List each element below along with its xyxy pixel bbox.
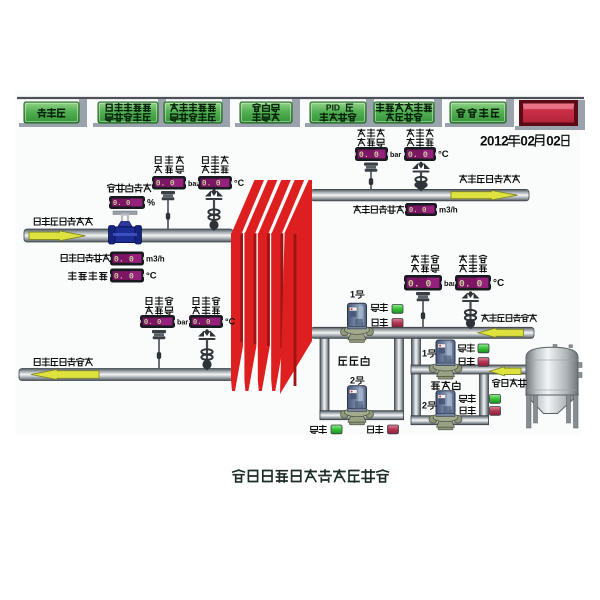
svg-text:0. 0: 0. 0 [193,319,211,327]
svg-text:°C: °C [225,317,236,327]
svg-text:bar: bar [188,179,199,188]
svg-text:1: 1 [422,349,427,359]
svg-text:0. 0: 0. 0 [144,319,162,327]
svg-text:°C: °C [146,271,157,282]
svg-text:0. 0: 0. 0 [359,151,379,160]
svg-text:02: 02 [520,133,534,148]
svg-text:m3/h: m3/h [439,206,458,215]
svg-text:°C: °C [438,149,449,160]
svg-text:0. 0: 0. 0 [114,255,134,264]
svg-text:°C: °C [493,278,504,289]
svg-text:2: 2 [350,376,355,386]
svg-text:1: 1 [350,290,355,300]
svg-text:°C: °C [234,178,245,188]
svg-text:0. 0: 0. 0 [408,278,432,289]
svg-text:bar: bar [177,318,188,327]
svg-text:0. 0: 0. 0 [202,180,221,188]
svg-text:0. 0: 0. 0 [408,151,428,160]
svg-text:2: 2 [422,401,427,411]
svg-text:m3/h: m3/h [146,255,165,264]
svg-text:PID: PID [326,103,340,113]
svg-text:0. 0: 0. 0 [114,272,134,281]
svg-text:0. 0: 0. 0 [459,278,483,289]
svg-text:bar: bar [444,279,456,288]
svg-text:2012: 2012 [480,133,508,148]
svg-text:%: % [147,198,155,208]
svg-text:0. 0: 0. 0 [409,207,427,215]
svg-text:02: 02 [546,133,560,148]
svg-text:0. 0: 0. 0 [113,200,131,208]
svg-text:bar: bar [390,150,401,159]
svg-text:0. 0: 0. 0 [156,180,175,188]
